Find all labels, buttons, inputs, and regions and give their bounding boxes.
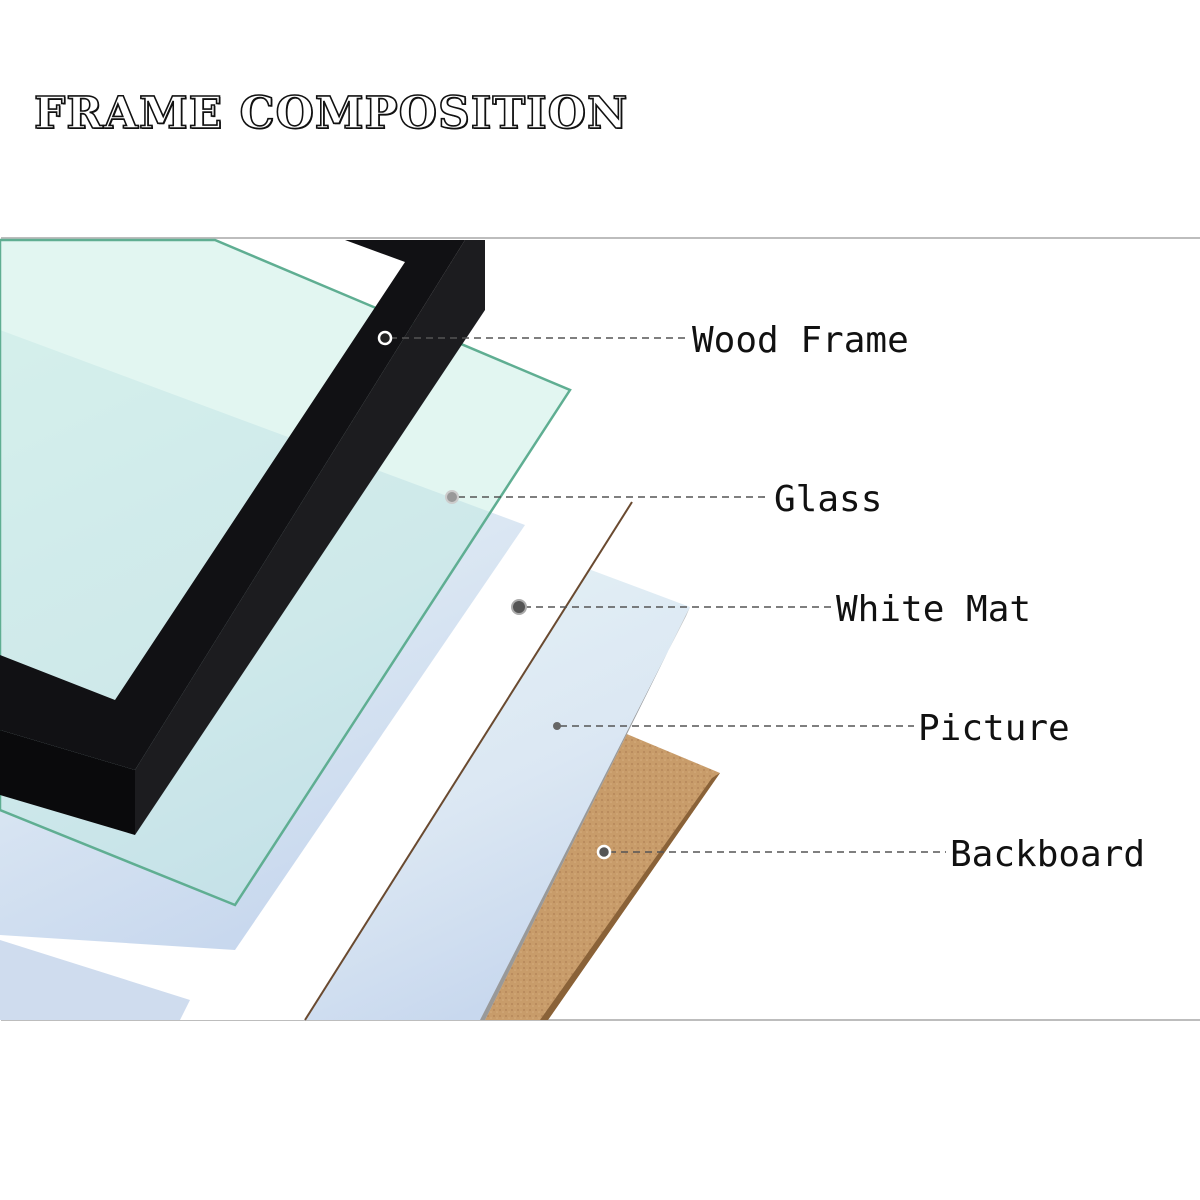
frame-front	[0, 240, 465, 770]
label-white-mat: White Mat	[836, 589, 1031, 630]
label-backboard: Backboard	[950, 834, 1145, 875]
white-mat-edge	[304, 501, 633, 1021]
frame-side	[135, 240, 485, 835]
frame-bottom	[0, 730, 135, 835]
leader-lines	[390, 337, 946, 853]
page-title: FRAME COMPOSITION	[33, 87, 629, 140]
label-wood-frame: Wood Frame	[692, 320, 909, 361]
label-picture: Picture	[918, 708, 1070, 749]
backboard-edge	[540, 773, 720, 1020]
label-glass: Glass	[774, 479, 882, 520]
marker-dots	[377, 330, 612, 860]
picture-layer	[305, 564, 690, 1020]
picture-lower-strip	[0, 940, 190, 1020]
